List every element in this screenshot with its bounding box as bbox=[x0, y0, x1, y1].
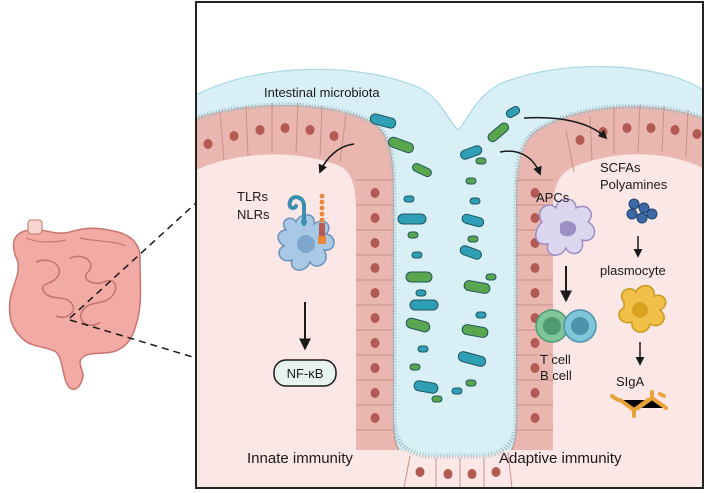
intestine-organ bbox=[8, 219, 142, 390]
crypt-lumen bbox=[196, 2, 703, 456]
arrow-microbiota-to-apc bbox=[499, 150, 542, 176]
diagram-frame bbox=[195, 1, 704, 489]
label-polyamines: Polyamines bbox=[600, 177, 668, 192]
innate-immune-cell bbox=[277, 193, 335, 271]
label-adaptive-immunity: Adaptive immunity bbox=[499, 450, 622, 467]
arrow-microbiota-to-scfa bbox=[523, 116, 608, 140]
label-apcs: APCs bbox=[536, 190, 570, 205]
label-b-cell: B cell bbox=[540, 368, 572, 383]
apc-cell bbox=[535, 198, 596, 256]
nfkb-box bbox=[273, 359, 337, 387]
label-plasmocyte: plasmocyte bbox=[600, 263, 666, 278]
zoom-line-top bbox=[69, 202, 197, 319]
siga-antibody bbox=[610, 390, 668, 418]
plasmocyte-cell bbox=[618, 284, 667, 333]
label-innate-immunity: Innate immunity bbox=[247, 450, 353, 467]
t-cell bbox=[535, 309, 569, 343]
zoom-line-bottom bbox=[69, 319, 197, 359]
label-nlrs: NLRs bbox=[237, 207, 270, 222]
bacteria-group bbox=[369, 106, 521, 403]
label-tlrs: TLRs bbox=[237, 189, 269, 204]
label-nfkb: NF-κB bbox=[287, 366, 324, 381]
label-siga: SIgA bbox=[616, 374, 645, 389]
label-t-cell: T cell bbox=[540, 352, 571, 367]
b-cell bbox=[563, 309, 597, 343]
arrow-microbiota-to-innate bbox=[318, 143, 355, 174]
scfa-molecules bbox=[626, 198, 658, 224]
label-scfas: SCFAs bbox=[600, 160, 641, 175]
label-intestinal-microbiota: Intestinal microbiota bbox=[264, 85, 380, 100]
